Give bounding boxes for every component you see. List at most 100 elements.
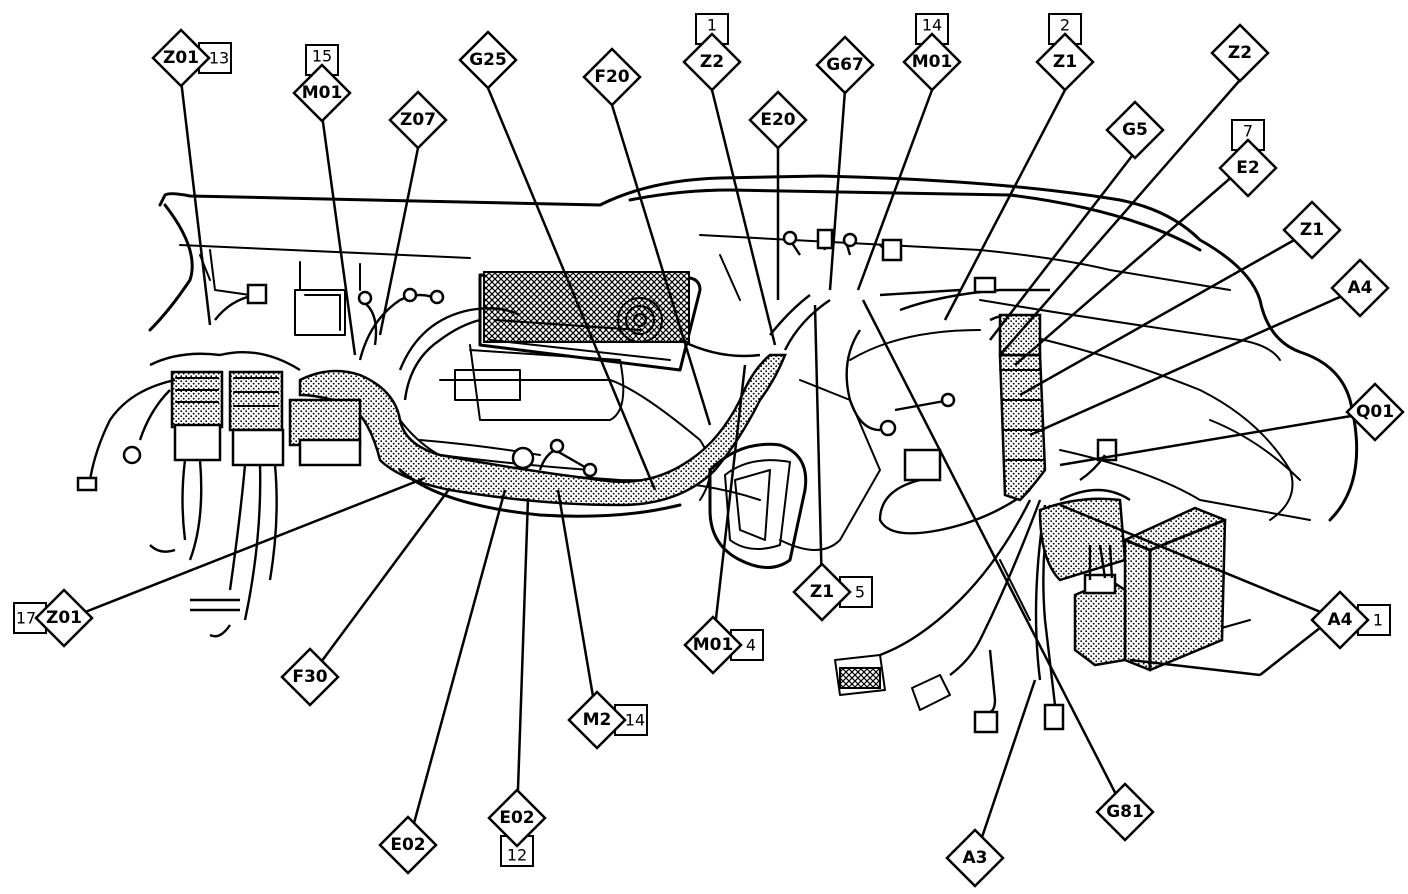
connector-callout: Q01 (1345, 382, 1405, 442)
connector-diamond (458, 30, 518, 90)
connector-diamond (487, 788, 547, 848)
pin-number-label: 5 (855, 583, 865, 602)
pin-number-label: 1 (1373, 611, 1383, 630)
connector-callout: Z1 (1282, 200, 1342, 260)
connector-code-label: A4 (1328, 610, 1353, 630)
connector-diamond (1095, 782, 1155, 842)
connector-diamond (1282, 200, 1342, 260)
connector-code-label: G81 (1106, 802, 1144, 822)
dashboard-outline (148, 174, 1359, 661)
connector-callout: Z07 (388, 90, 448, 150)
connector-diamond (792, 562, 852, 622)
pin-number-label: 1 (707, 16, 717, 35)
connector-diamond (1330, 258, 1390, 318)
connector-callout: 12 E02 (487, 788, 547, 867)
connector-code-label: Z2 (700, 52, 724, 72)
connector-code-label: Z01 (163, 48, 199, 68)
connector-code-label: Q01 (1356, 402, 1394, 422)
connector-diamond (902, 32, 962, 92)
connector-diamond (945, 828, 1005, 888)
connector-callout: F30 (280, 647, 340, 707)
pin-number-box (305, 44, 339, 76)
connector-diamond (388, 90, 448, 150)
connector-diamond (378, 815, 438, 875)
connector-callout: A4 (1330, 258, 1390, 318)
connector-callout: E02 (378, 815, 438, 875)
leader-lines (69, 79, 1376, 859)
connector-code-label: A4 (1348, 278, 1373, 298)
center-wiring (357, 287, 761, 478)
connector-code-label: Z1 (1053, 52, 1077, 72)
connector-diamond (683, 615, 743, 675)
connector-code-label: F30 (292, 667, 327, 687)
connector-callout: F20 (582, 47, 642, 107)
connector-code-label: Z01 (46, 608, 82, 628)
pin-number-label: 17 (16, 609, 36, 628)
connector-diamond (1345, 382, 1405, 442)
connector-diamond (292, 63, 352, 123)
connector-diamond (1310, 590, 1370, 650)
air-vent (708, 442, 808, 569)
connector-callout: 5 Z1 (792, 562, 873, 622)
connector-callout: 17 Z01 (13, 588, 94, 648)
connector-code-label: E2 (1236, 158, 1259, 178)
connector-callout: G5 (1105, 100, 1165, 160)
connector-callout: G81 (1095, 782, 1155, 842)
connector-diamond (682, 32, 742, 92)
connector-code-label: G67 (826, 55, 864, 75)
pin-number-label: 15 (312, 47, 332, 66)
connector-code-label: M2 (583, 710, 612, 730)
connector-code-label: Z2 (1228, 43, 1252, 63)
connector-code-label: M01 (302, 83, 343, 103)
connector-code-label: M01 (693, 635, 734, 655)
connector-callout: E20 (748, 90, 808, 150)
connector-diamond (280, 647, 340, 707)
connector-callout: 2Z1 (1035, 13, 1095, 92)
connector-code-label: Z1 (810, 582, 834, 602)
connector-diamond (1035, 32, 1095, 92)
connector-diamond (567, 690, 627, 750)
connector-callout: Z2 (1210, 23, 1270, 83)
pin-number-label: 4 (746, 636, 756, 655)
pin-number-box (730, 629, 764, 661)
connector-diamond (1218, 138, 1278, 198)
connector-diamond (34, 588, 94, 648)
connector-callout: G67 (815, 35, 875, 95)
connector-code-label: E20 (760, 110, 795, 130)
connector-callout: 13 Z01 (151, 28, 232, 88)
connector-callout: 7E2 (1218, 119, 1278, 198)
connector-code-label: E02 (390, 835, 425, 855)
connector-callout: 4 M01 (683, 615, 764, 675)
connector-callout: G25 (458, 30, 518, 90)
connector-diamond (1105, 100, 1165, 160)
connector-diamond (748, 90, 808, 150)
pin-number-label: 14 (922, 16, 942, 35)
connector-code-label: G25 (469, 50, 507, 70)
connector-diamond (582, 47, 642, 107)
connector-code-label: F20 (594, 67, 629, 87)
pin-number-label: 13 (209, 49, 229, 68)
pin-number-label: 7 (1243, 122, 1253, 141)
connector-diamond (815, 35, 875, 95)
pin-number-label: 14 (625, 711, 645, 730)
connector-callout: 1 A4 (1310, 590, 1391, 650)
connector-code-label: Z1 (1300, 220, 1324, 240)
connector-diamond (151, 28, 211, 88)
connector-code-label: E02 (499, 808, 534, 828)
connector-code-label: A3 (963, 848, 988, 868)
instrument-cluster (478, 271, 702, 372)
pin-number-label: 12 (507, 846, 527, 865)
connector-callout: A3 (945, 828, 1005, 888)
connector-callout: 1Z2 (682, 13, 742, 92)
connector-code-label: M01 (912, 52, 953, 72)
connector-callout: 14 M2 (567, 690, 648, 750)
connector-code-label: Z07 (400, 110, 436, 130)
pin-number-label: 2 (1060, 16, 1070, 35)
left-connectors (76, 283, 362, 638)
right-wiring (782, 228, 1131, 734)
control-module (1073, 506, 1227, 672)
